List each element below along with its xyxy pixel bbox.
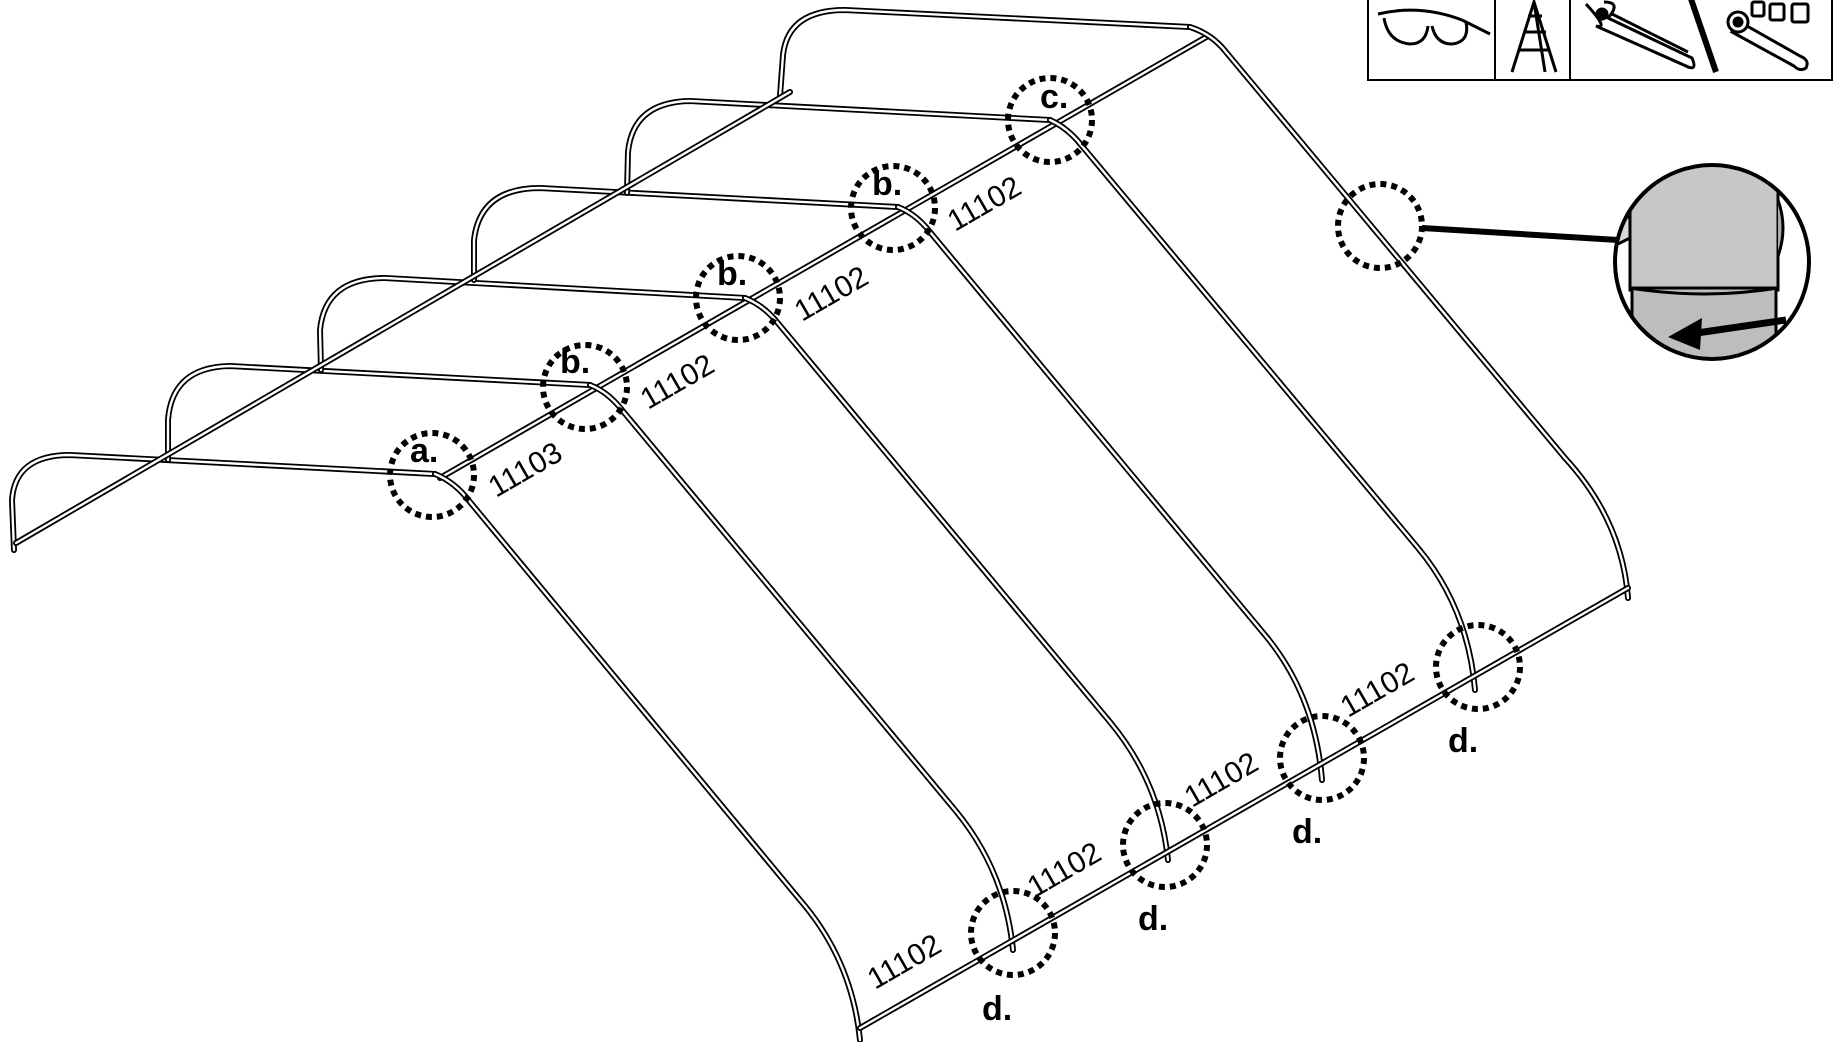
zoom-detail [1421, 163, 1811, 361]
label-d2: d. [1138, 900, 1168, 938]
safety-glasses-icon [1377, 8, 1491, 46]
insert-direction-arrow-icon [1689, 316, 1787, 338]
label-d4: d. [1448, 722, 1478, 760]
bow-5 [1047, 117, 1478, 693]
callout-labels: a. b. b. b. c. d. d. d. d. [410, 78, 1478, 1028]
callout-circle-d2 [1120, 800, 1210, 890]
callout-circle-zoom-source [1335, 181, 1425, 271]
far-arch-2 [165, 363, 593, 463]
step-ladder-icon [1510, 0, 1558, 73]
bow-3 [742, 295, 1171, 863]
callout-circles [387, 75, 1523, 978]
callout-circle-c [1005, 75, 1095, 165]
far-arch-1 [9, 452, 438, 553]
bow-4 [895, 204, 1325, 783]
label-c: c. [1040, 78, 1068, 116]
far-side-arches [9, 7, 1193, 553]
tool-divider-slash [1688, 0, 1719, 73]
label-d1: d. [982, 990, 1012, 1028]
callout-circle-b3 [848, 163, 938, 253]
callout-circle-b1 [540, 342, 630, 432]
bow-6 [1187, 24, 1631, 601]
ratchet-socket-set-icon [1726, 0, 1810, 72]
callout-circle-b2 [693, 253, 783, 343]
far-arch-3 [317, 275, 748, 373]
near-side-bows [432, 24, 1631, 1042]
label-b2: b. [717, 255, 747, 293]
zoom-leader-line [1421, 225, 1619, 243]
callout-circle-d3 [1277, 713, 1367, 803]
label-b3: b. [872, 165, 902, 203]
ridge-rail [437, 33, 1211, 481]
callout-circle-a [387, 430, 477, 520]
callout-circle-d4 [1433, 622, 1523, 712]
base-rail [857, 585, 1631, 1031]
bow-2 [587, 382, 1016, 953]
label-b1: b. [560, 343, 590, 381]
adjustable-wrench-icon [1584, 0, 1696, 70]
zoom-outer-tube [1628, 165, 1780, 292]
label-d3: d. [1292, 813, 1322, 851]
far-arch-4 [471, 185, 901, 283]
callout-circle-d1 [968, 888, 1058, 978]
required-tools [1367, 0, 1833, 81]
label-a: a. [410, 432, 438, 470]
bow-1 [432, 471, 863, 1042]
